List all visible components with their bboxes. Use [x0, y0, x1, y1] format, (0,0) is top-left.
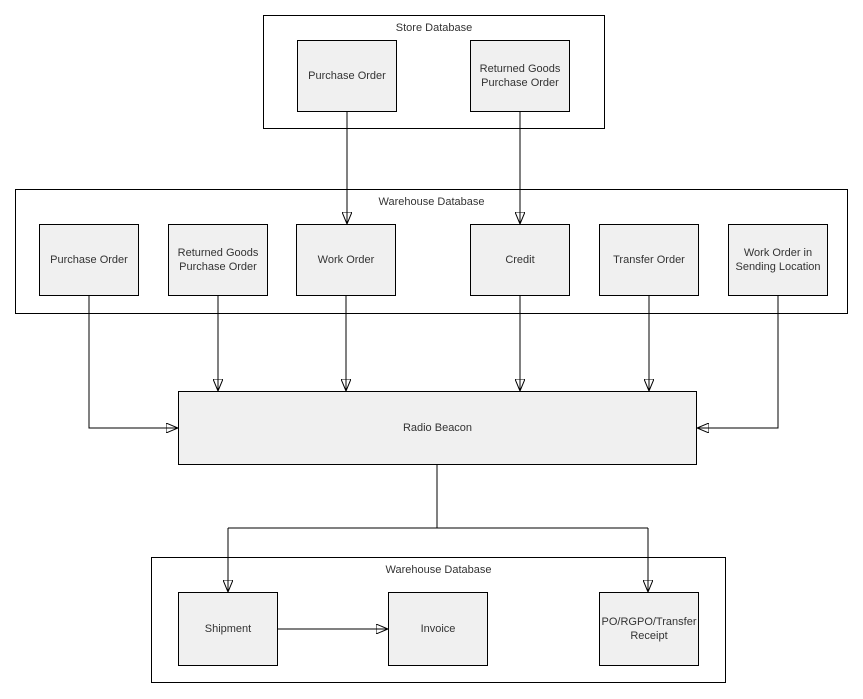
node-warehouse-returned-goods-purchase-order: Returned Goods Purchase Order	[168, 224, 268, 296]
container-store-database-label: Store Database	[395, 22, 473, 34]
container-warehouse-database-bottom: Warehouse Database	[151, 557, 726, 683]
node-store-returned-goods-purchase-order: Returned Goods Purchase Order	[470, 40, 570, 112]
node-warehouse-purchase-order: Purchase Order	[39, 224, 139, 296]
edge-wh-po-to-radio-beacon	[88, 296, 177, 428]
node-store-purchase-order: Purchase Order	[297, 40, 397, 112]
edge-wosl-to-radio-beacon	[698, 296, 779, 428]
container-store-database: Store Database	[263, 15, 605, 129]
container-warehouse-database: Warehouse Database	[15, 189, 848, 314]
node-transfer-order: Transfer Order	[599, 224, 699, 296]
node-work-order-in-sending-location: Work Order in Sending Location	[728, 224, 828, 296]
node-po-rgpo-transfer-receipt: PO/RGPO/Transfer Receipt	[599, 592, 699, 666]
node-work-order: Work Order	[296, 224, 396, 296]
node-credit: Credit	[470, 224, 570, 296]
node-invoice: Invoice	[388, 592, 488, 666]
node-radio-beacon: Radio Beacon	[178, 391, 697, 465]
container-warehouse-database-label: Warehouse Database	[378, 196, 485, 208]
container-warehouse-database-bottom-label: Warehouse Database	[385, 564, 492, 576]
node-shipment: Shipment	[178, 592, 278, 666]
